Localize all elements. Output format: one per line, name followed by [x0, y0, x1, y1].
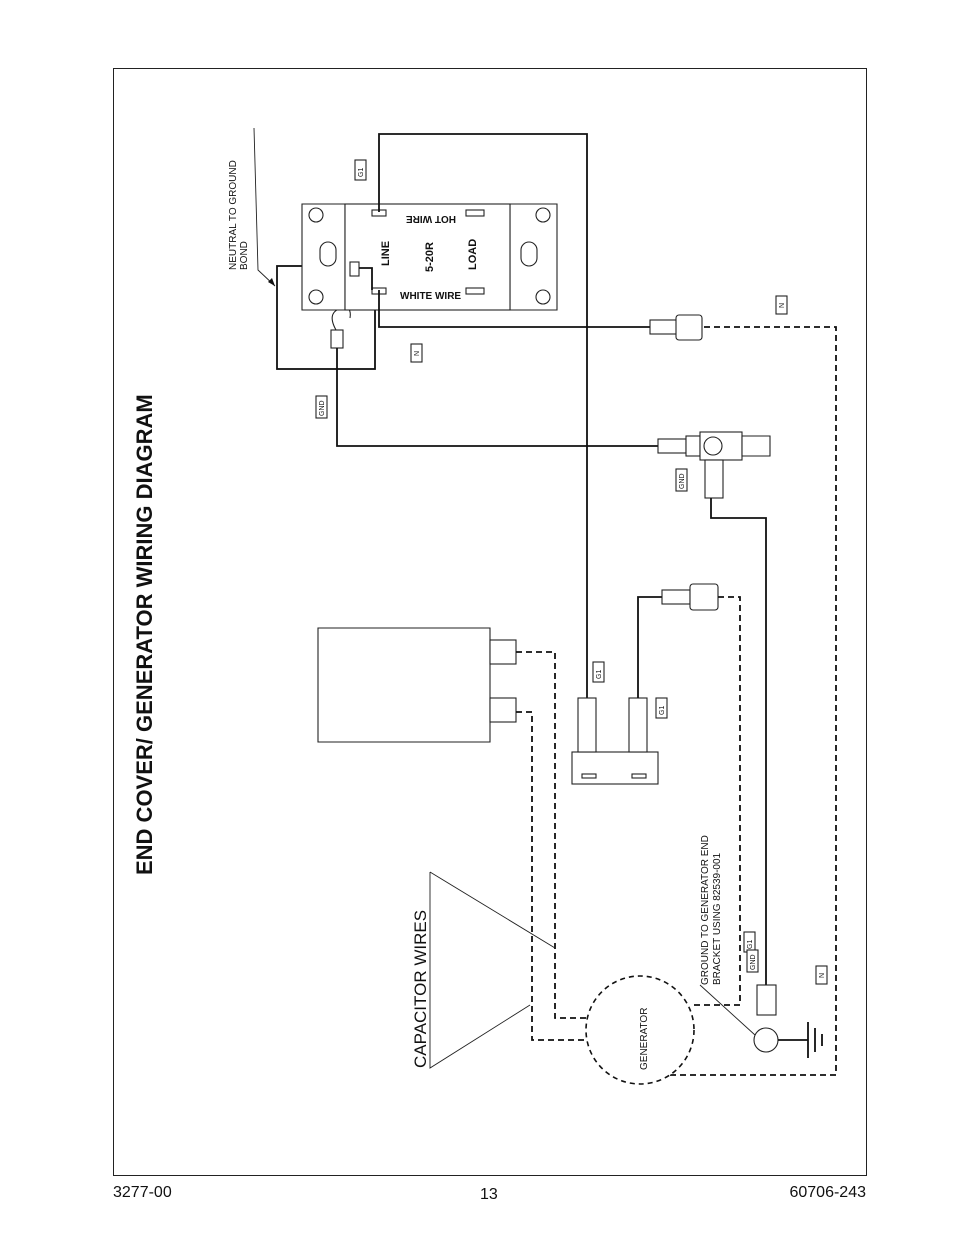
document-number-left: 3277-00 [113, 1184, 172, 1201]
generator-label: GENERATOR [639, 1008, 650, 1070]
g1-terminal-wire [637, 596, 662, 698]
svg-text:N: N [414, 351, 421, 356]
gnd-connector-a [657, 438, 687, 454]
wire-tag-n-lower: N [815, 965, 828, 985]
gnd-junction-screw [703, 436, 723, 456]
line-label: LINE [380, 241, 392, 266]
ground-ring-terminal [753, 1027, 779, 1053]
svg-text:G1: G1 [747, 940, 754, 949]
svg-text:GND: GND [679, 473, 686, 489]
terminal-block [571, 751, 659, 785]
capacitor-callout-triangle [429, 871, 556, 1069]
neutral-bond-label-2: BOND [239, 241, 250, 270]
wire-tag-n-white: N [410, 343, 423, 363]
document-number-right: 60706-243 [789, 1184, 866, 1201]
terminal-slot-2 [631, 773, 647, 779]
hot-wire-g1 [378, 133, 588, 698]
gnd-junction-tab [741, 435, 771, 457]
n-dashed-wire [655, 326, 837, 1076]
receptacle-label: 5-20R [424, 242, 436, 272]
capacitor-body [317, 627, 491, 743]
ground-note-1: GROUND TO GENERATOR END [700, 835, 711, 985]
arrow-head [268, 278, 275, 286]
ground-crimp [756, 984, 777, 1016]
bond-ring-terminal [331, 307, 351, 331]
g1-connector-a [661, 589, 691, 605]
terminal-connector-1 [577, 697, 597, 753]
diagram-frame [113, 68, 867, 1176]
capacitor-wire-2 [516, 711, 590, 1041]
ground-symbol [807, 1022, 823, 1058]
hot-wire-label: HOT WIRE [406, 213, 456, 224]
generator-circle [585, 975, 695, 1085]
bond-wire [359, 267, 373, 290]
diagram-title: END COVER/ GENERATOR WIRING DIAGRAM [132, 394, 157, 875]
n-connector-b [675, 314, 703, 341]
white-wire-label: WHITE WIRE [400, 291, 461, 302]
gnd-wire-generator [710, 498, 767, 985]
page-number: 13 [480, 1186, 498, 1203]
wire-tag-gnd-bond: GND [315, 395, 328, 419]
wire-tag-gnd-lower: GND [746, 949, 759, 973]
ground-note-2: BRACKET USING 82539-001 [712, 852, 723, 985]
neutral-bond-leader [253, 127, 276, 287]
wire-tag-g1-hot: G1 [592, 661, 605, 683]
gnd-connector-b [685, 435, 701, 457]
wire-tag-n-right: N [775, 295, 788, 315]
g1-connector-b [689, 583, 719, 611]
svg-text:GND: GND [319, 400, 326, 416]
white-wire-n [378, 290, 650, 328]
gnd-wire-bond [336, 348, 660, 447]
n-connector-a [649, 319, 679, 335]
capacitor-terminal-2 [489, 697, 517, 723]
wire-tag-g1-terminal: G1 [655, 697, 668, 719]
neutral-bond-label-1: NEUTRAL TO GROUND [228, 160, 239, 270]
terminal-connector-2 [628, 697, 648, 753]
svg-text:G1: G1 [358, 168, 365, 177]
svg-text:G1: G1 [659, 706, 666, 715]
svg-text:N: N [819, 973, 826, 978]
capacitor-terminal-1 [489, 639, 517, 665]
ground-note-leader [699, 984, 756, 1036]
wire-tag-gnd-junction: GND [675, 468, 688, 492]
g1-dashed-wire [692, 596, 741, 1006]
terminal-slot-1 [581, 773, 597, 779]
gnd-junction-down [704, 459, 724, 499]
svg-text:N: N [779, 303, 786, 308]
capacitor-wires-label: CAPACITOR WIRES [411, 910, 430, 1068]
wire-tag-g1-lower: G1 [743, 931, 756, 953]
wire-tag-g1-top: G1 [354, 159, 367, 181]
capacitor-wire-1 [516, 651, 590, 1019]
load-label: LOAD [467, 239, 479, 270]
bond-crimp [330, 329, 344, 349]
svg-text:G1: G1 [596, 670, 603, 679]
receptacle-5-20r [301, 203, 558, 311]
svg-text:GND: GND [750, 954, 757, 970]
